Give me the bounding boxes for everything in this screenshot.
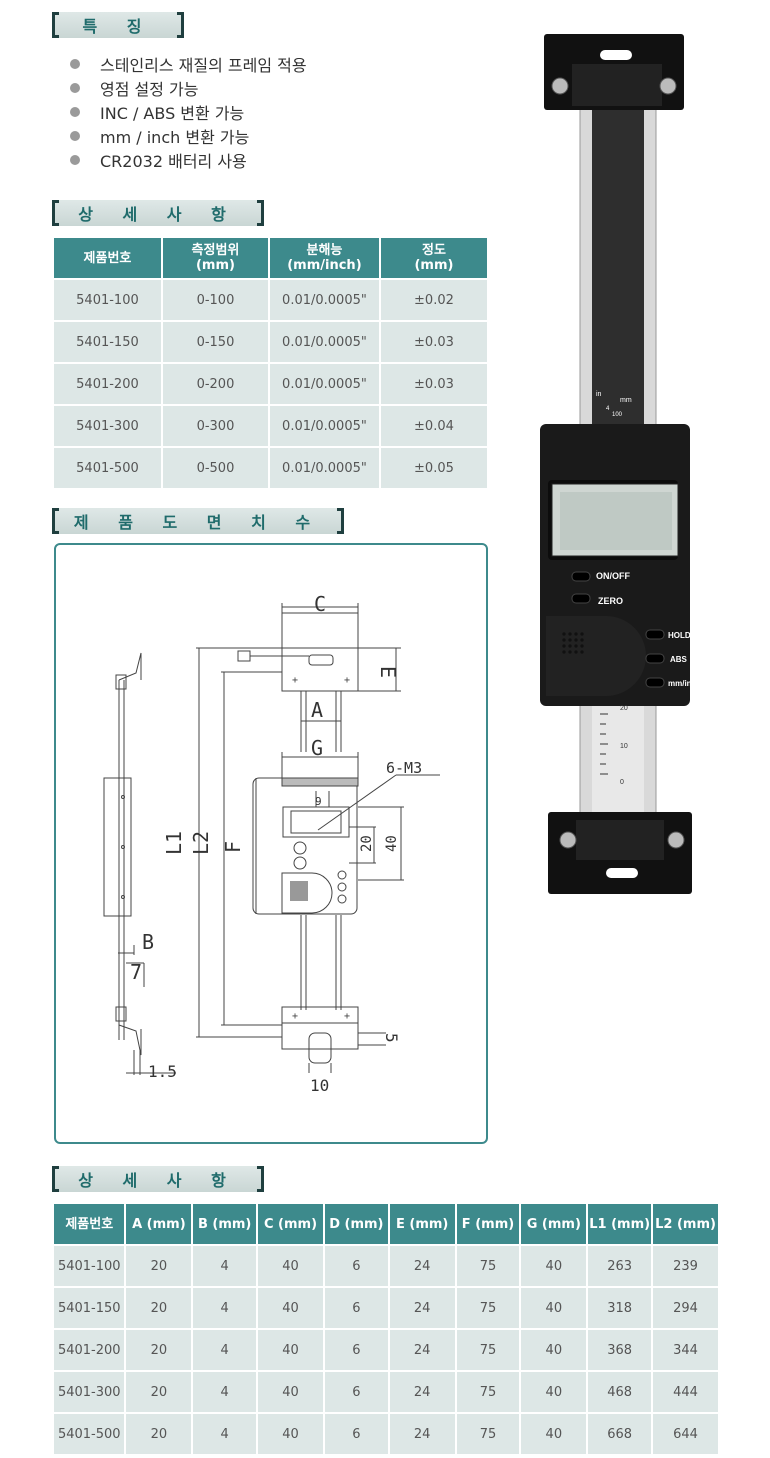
bullet-icon (70, 107, 80, 117)
label-B: B (142, 930, 154, 954)
product-photo: in mm 4 100 ON/OFF ZERO HOLD ABS mm/in (540, 34, 700, 896)
hold-label: HOLD (668, 631, 691, 640)
bullet-icon (70, 131, 80, 141)
col-header: 측정범위(mm) (160, 236, 270, 280)
label-E: E (376, 666, 400, 678)
table-header-row: 제품번호 측정범위(mm) 분해능(mm/inch) 정도(mm) (52, 236, 490, 280)
col-header: L2 (mm) (651, 1202, 720, 1246)
col-header: E (mm) (387, 1202, 457, 1246)
front-view: + + + + (196, 603, 440, 1073)
col-header: A (mm) (124, 1202, 194, 1246)
scale-label: 100 (612, 412, 623, 418)
bullet-icon (70, 83, 80, 93)
label-9: 9 (315, 795, 322, 808)
label-10: 10 (310, 1076, 329, 1095)
label-7: 7 (130, 960, 142, 984)
zero-label: ZERO (598, 596, 623, 606)
label-L1: L1 (162, 831, 186, 855)
svg-text:+: + (292, 1011, 298, 1022)
bullet-icon (70, 155, 80, 165)
side-view (103, 652, 176, 1075)
onoff-label: ON/OFF (596, 571, 630, 581)
label-C: C (314, 592, 326, 616)
spec-table-1: 제품번호 측정범위(mm) 분해능(mm/inch) 정도(mm) 5401-1… (52, 236, 490, 490)
abs-label: ABS (670, 655, 688, 664)
label-1-5: 1.5 (148, 1062, 177, 1081)
feature-item: 영점 설정 가능 (70, 76, 307, 100)
spec-table-2: 제품번호 A (mm) B (mm) C (mm) D (mm) E (mm) … (51, 1202, 720, 1456)
features-heading: 특 징 (52, 12, 184, 38)
col-header: 정도(mm) (378, 236, 490, 280)
spec-heading-2: 상 세 사 항 (52, 1166, 264, 1192)
scale-unit-in: in (596, 391, 602, 398)
scale-label: 0 (620, 779, 624, 786)
feature-item: INC / ABS 변환 가능 (70, 100, 307, 124)
label-G: G (311, 736, 323, 760)
product-svg: in mm 4 100 ON/OFF ZERO HOLD ABS mm/in (540, 34, 692, 894)
col-header: 제품번호 (51, 1202, 127, 1246)
bullet-icon (70, 59, 80, 69)
col-header: L1 (mm) (586, 1202, 654, 1246)
feature-item: CR2032 배터리 사용 (70, 148, 307, 172)
label-6m3: 6-M3 (386, 759, 422, 777)
feature-item: mm / inch 변환 가능 (70, 124, 307, 148)
label-F: F (221, 841, 245, 853)
mmin-label: mm/in (668, 679, 692, 688)
scale-label: 10 (620, 743, 628, 750)
table-header-row: 제품번호 A (mm) B (mm) C (mm) D (mm) E (mm) … (51, 1202, 720, 1246)
col-header: 분해능(mm/inch) (267, 236, 381, 280)
feature-item: 스테인리스 재질의 프레임 적용 (70, 52, 307, 76)
svg-text:+: + (344, 675, 350, 686)
svg-text:+: + (344, 1011, 350, 1022)
col-header: G (mm) (519, 1202, 589, 1246)
drawing-labels: C E A G 6-M3 9 20 40 L1 L2 F B 7 5 10 1.… (130, 592, 422, 1095)
col-header: C (mm) (256, 1202, 325, 1246)
col-header: B (mm) (191, 1202, 259, 1246)
scale-unit-mm: mm (620, 397, 632, 404)
label-40: 40 (384, 835, 400, 852)
label-A: A (311, 698, 323, 722)
col-header: D (mm) (322, 1202, 390, 1246)
spec-heading-1: 상 세 사 항 (52, 200, 264, 226)
svg-text:+: + (292, 675, 298, 686)
col-header: 제품번호 (52, 236, 163, 280)
scale-label: 20 (620, 705, 628, 712)
scale-label: 4 (606, 406, 610, 412)
feature-list: 스테인리스 재질의 프레임 적용 영점 설정 가능 INC / ABS 변환 가… (70, 52, 307, 172)
drawing-svg: + + + + (103, 592, 440, 1095)
col-header: F (mm) (454, 1202, 522, 1246)
label-L2: L2 (189, 831, 213, 855)
dimension-drawing: + + + + (54, 543, 488, 1144)
label-20: 20 (359, 835, 375, 852)
drawing-heading: 제 품 도 면 치 수 (52, 508, 344, 534)
label-5: 5 (382, 1033, 401, 1043)
